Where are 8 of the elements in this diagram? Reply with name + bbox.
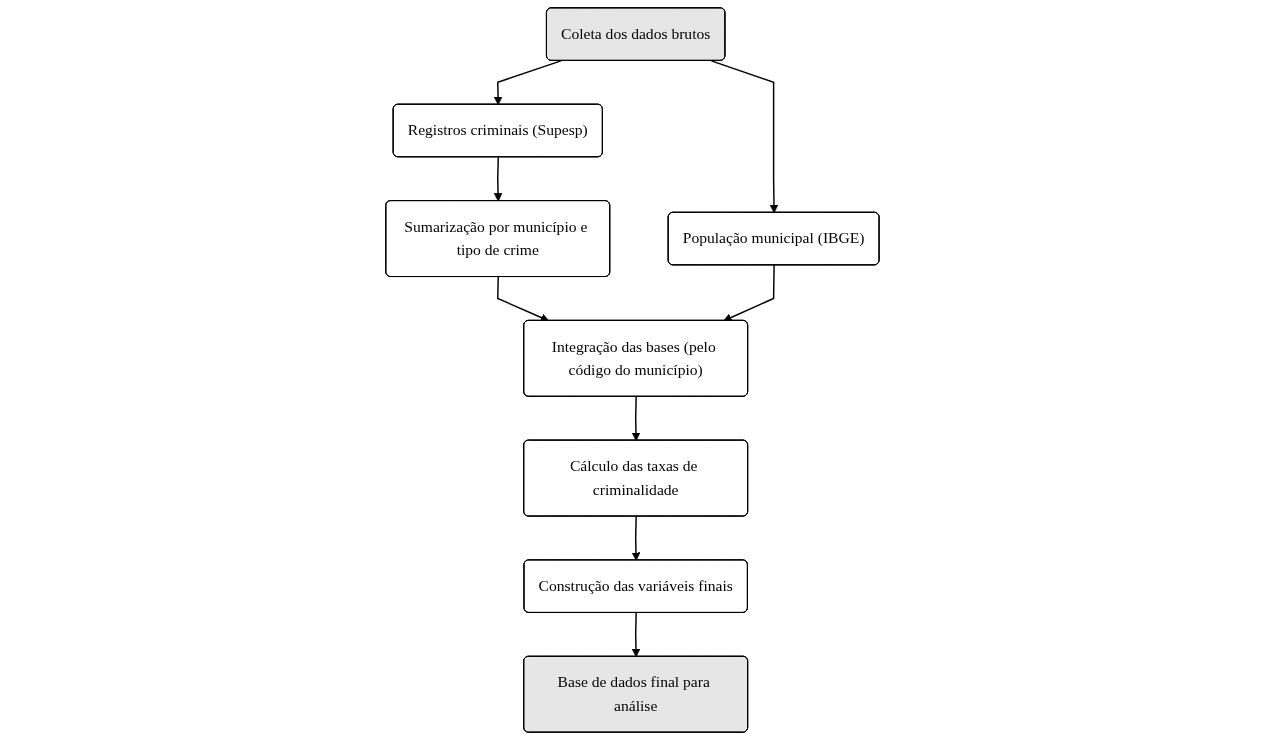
arrow [710,60,778,214]
arrow [631,396,640,441]
arrow [493,156,502,202]
arrow [493,60,562,106]
arrow [631,612,640,658]
arrow [722,264,775,322]
arrow [496,276,549,322]
arrow [631,515,640,561]
